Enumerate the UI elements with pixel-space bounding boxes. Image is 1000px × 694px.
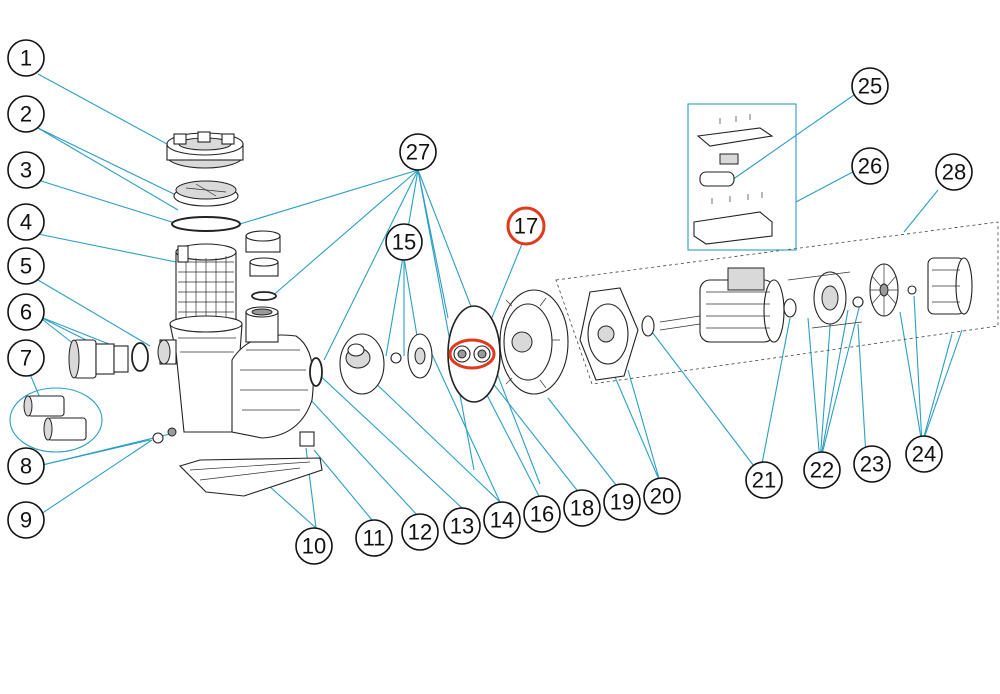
union-nut-part xyxy=(245,230,281,301)
svg-text:26: 26 xyxy=(858,154,882,179)
capacitor-box-part xyxy=(687,103,797,251)
motor-assembly-box xyxy=(555,221,999,385)
label-21: 21 xyxy=(745,461,783,499)
shaft-seal-part xyxy=(641,315,655,337)
label-14: 14 xyxy=(483,501,521,539)
motor-body-part xyxy=(659,267,785,343)
svg-text:21: 21 xyxy=(752,468,776,493)
svg-text:24: 24 xyxy=(912,442,936,467)
motor-bracket-part xyxy=(579,287,639,381)
svg-text:2: 2 xyxy=(20,102,32,127)
label-8: 8 xyxy=(7,447,45,485)
label-12: 12 xyxy=(401,513,439,551)
label-28: 28 xyxy=(935,153,973,191)
pipe-adaptors-part xyxy=(9,387,103,453)
lid-o-ring-part xyxy=(171,216,241,232)
svg-text:1: 1 xyxy=(20,46,32,71)
label-11: 11 xyxy=(355,519,393,557)
svg-text:28: 28 xyxy=(942,160,966,185)
svg-text:25: 25 xyxy=(858,74,882,99)
svg-text:13: 13 xyxy=(450,514,474,539)
wave-washer-part xyxy=(852,296,864,308)
label-10: 10 xyxy=(295,527,333,565)
label-19: 19 xyxy=(603,483,641,521)
label-9: 9 xyxy=(7,501,45,539)
svg-text:14: 14 xyxy=(490,508,514,533)
diffuser-o-ring-part xyxy=(309,357,323,387)
svg-text:10: 10 xyxy=(302,534,326,559)
lid-part xyxy=(173,180,239,207)
svg-text:27: 27 xyxy=(406,140,430,165)
svg-text:16: 16 xyxy=(530,502,554,527)
svg-text:17: 17 xyxy=(514,214,538,239)
label-26: 26 xyxy=(851,147,889,185)
label-23: 23 xyxy=(853,445,891,483)
label-18: 18 xyxy=(563,489,601,527)
label-27: 27 xyxy=(399,133,437,171)
svg-text:15: 15 xyxy=(392,230,416,255)
svg-text:11: 11 xyxy=(363,526,386,551)
seal-plate-part xyxy=(499,289,569,395)
pump-base-part xyxy=(178,431,323,497)
svg-text:19: 19 xyxy=(610,490,634,515)
label-20: 20 xyxy=(643,477,681,515)
label-6: 6 xyxy=(7,293,45,331)
strainer-basket-part xyxy=(175,243,237,325)
svg-text:20: 20 xyxy=(650,484,674,509)
label-17: 17 xyxy=(506,206,546,246)
svg-text:9: 9 xyxy=(20,508,32,533)
label-2: 2 xyxy=(7,95,45,133)
lid-ring-part xyxy=(166,131,244,169)
label-1: 1 xyxy=(7,39,45,77)
svg-text:3: 3 xyxy=(20,158,32,183)
pump-housing-part xyxy=(157,306,314,439)
part-labels: 1 2 3 4 5 6 7 8 9 10 11 12 13 14 15 16 1… xyxy=(7,39,973,565)
mechanical-seal-part xyxy=(448,338,496,370)
svg-text:4: 4 xyxy=(20,210,32,235)
label-13: 13 xyxy=(443,507,481,545)
label-4: 4 xyxy=(7,203,45,241)
label-22: 22 xyxy=(803,451,841,489)
cooling-fan-part xyxy=(869,263,899,317)
svg-text:5: 5 xyxy=(20,254,32,279)
impeller-part xyxy=(390,333,433,379)
rear-cover-part xyxy=(787,271,863,329)
rear-bearing-part xyxy=(783,298,797,318)
svg-text:18: 18 xyxy=(570,496,594,521)
fan-cover-part xyxy=(927,257,973,315)
fan-clip-part xyxy=(907,285,917,295)
union-fittings-part xyxy=(68,339,149,379)
label-3: 3 xyxy=(7,151,45,189)
svg-text:7: 7 xyxy=(20,346,32,371)
svg-text:6: 6 xyxy=(20,300,32,325)
label-5: 5 xyxy=(7,247,45,285)
label-16: 16 xyxy=(523,495,561,533)
drain-plugs-part xyxy=(152,427,177,444)
label-25: 25 xyxy=(851,67,889,105)
label-24: 24 xyxy=(905,435,943,473)
svg-text:23: 23 xyxy=(860,452,884,477)
svg-text:12: 12 xyxy=(408,520,432,545)
diffuser-part xyxy=(339,333,385,395)
svg-text:22: 22 xyxy=(810,458,834,483)
label-15: 15 xyxy=(385,223,423,261)
label-7: 7 xyxy=(7,339,45,377)
pump-parts xyxy=(9,103,999,497)
svg-text:8: 8 xyxy=(20,454,32,479)
